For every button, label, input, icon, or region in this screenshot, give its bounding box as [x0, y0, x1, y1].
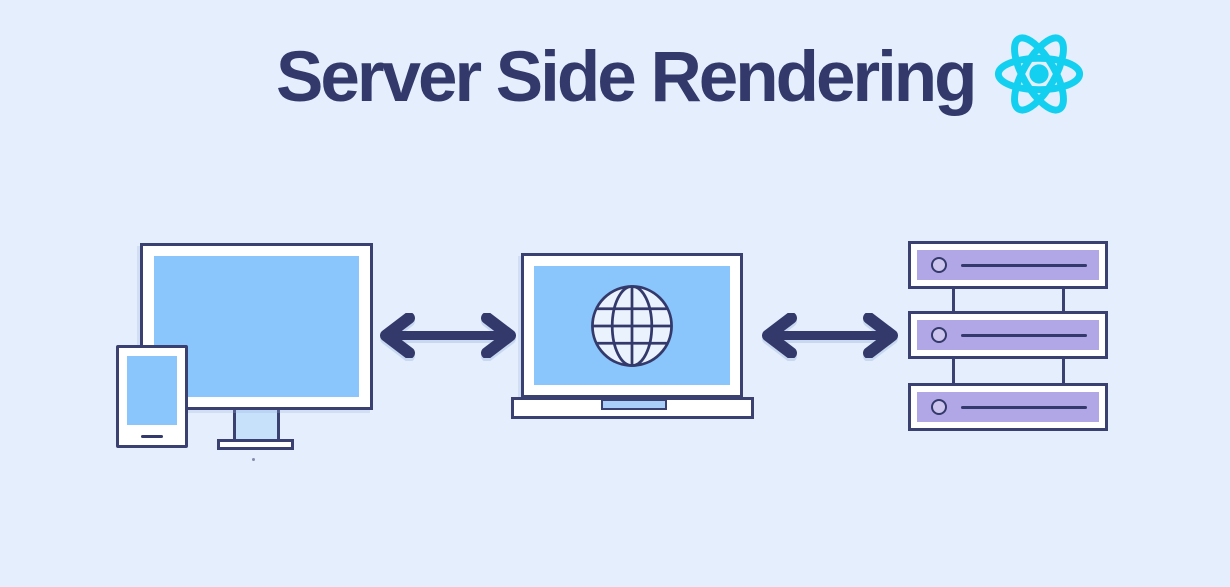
- server-unit-panel: [917, 250, 1099, 280]
- page-title: Server Side Rendering: [276, 37, 978, 117]
- server-slot-line: [961, 263, 1087, 267]
- server-unit-3: [908, 383, 1108, 431]
- smartphone-screen: [127, 356, 177, 425]
- rack-connector: [1062, 355, 1065, 387]
- laptop-icon: [521, 253, 743, 398]
- server-unit-panel: [917, 392, 1099, 422]
- server-slot-line: [961, 333, 1087, 337]
- double-arrow-icon: [762, 313, 898, 358]
- laptop-base: [511, 397, 754, 419]
- laptop-screen: [534, 266, 730, 385]
- server-unit-panel: [917, 320, 1099, 350]
- server-slot-line: [961, 405, 1087, 409]
- server-led-icon: [931, 399, 947, 415]
- monitor-stand-base: [217, 439, 294, 450]
- rack-connector: [952, 285, 955, 315]
- smartphone-home-line: [141, 435, 163, 438]
- smartphone-icon: [116, 345, 188, 448]
- arrow-clients-browser: [375, 313, 521, 358]
- arrow-browser-server: [757, 313, 903, 358]
- server-led-icon: [931, 327, 947, 343]
- server-unit-1: [908, 241, 1108, 289]
- laptop-notch: [600, 399, 667, 410]
- header: Server Side Rendering: [276, 28, 1087, 120]
- monitor-stand-neck: [233, 404, 280, 443]
- monitor-screen: [154, 256, 359, 397]
- server-unit-2: [908, 311, 1108, 359]
- globe-icon: [591, 284, 673, 367]
- rack-connector: [952, 355, 955, 387]
- double-arrow-icon: [380, 313, 516, 358]
- rack-connector: [1062, 285, 1065, 315]
- react-logo-icon: [994, 34, 1083, 114]
- server-led-icon: [931, 257, 947, 273]
- server-rack-icon: [908, 241, 1108, 433]
- decorative-dot: [252, 458, 255, 461]
